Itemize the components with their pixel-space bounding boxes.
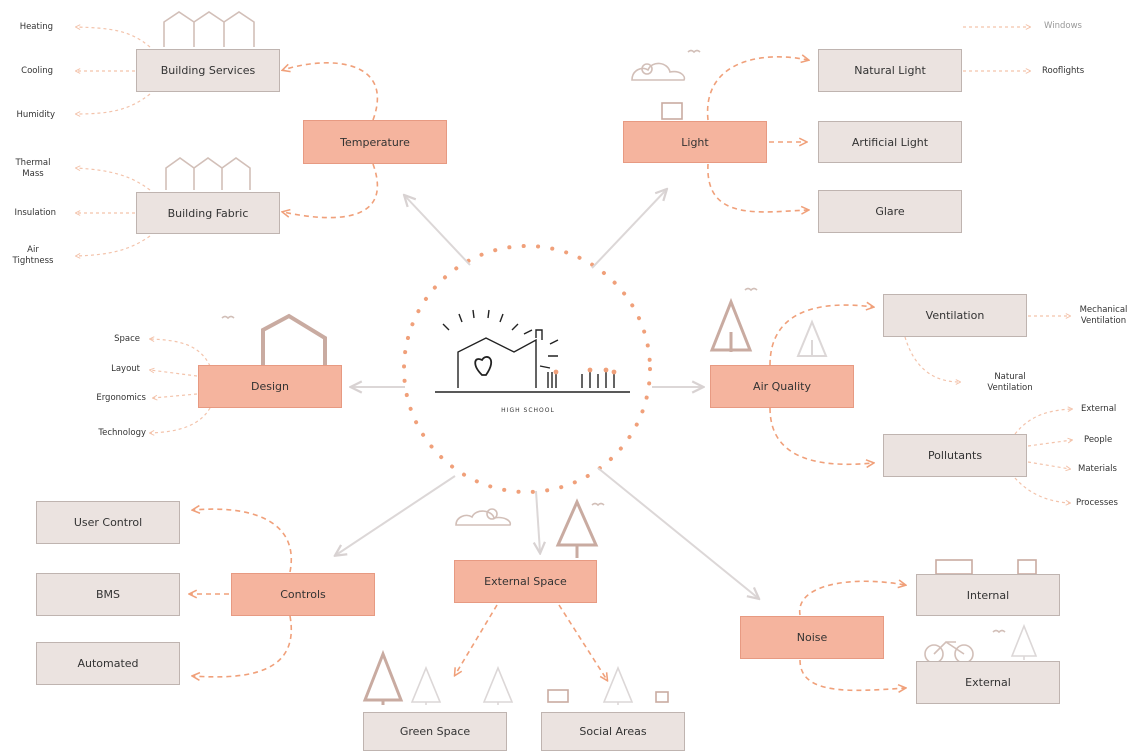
leaf-air-tightness: Air Tightness	[12, 245, 54, 266]
leaf-thermal-mass: Thermal Mass	[15, 158, 51, 179]
bird-icon	[591, 502, 605, 507]
bench-icon	[655, 691, 669, 703]
center-caption: HIGH SCHOOL	[501, 407, 555, 414]
cloud-icon	[631, 62, 686, 81]
noise-to-internal	[799, 581, 905, 616]
house-icon	[163, 11, 255, 47]
arrow-to-noise	[597, 467, 758, 598]
noise-to-external	[799, 659, 905, 690]
design-node: Design	[198, 365, 342, 408]
leaf-technology: Technology	[98, 428, 146, 438]
external-noise-node: External	[916, 661, 1060, 704]
leaf-layout: Layout	[111, 364, 140, 374]
leaf-processes: Processes	[1076, 498, 1118, 508]
controls-node: Controls	[231, 573, 375, 616]
user-control-node: User Control	[36, 501, 180, 544]
external-to-social	[558, 604, 607, 680]
bicycle-icon	[933, 640, 965, 655]
controls-to-user	[193, 509, 293, 573]
green-space-node: Green Space	[363, 712, 507, 751]
bird-icon	[221, 315, 235, 320]
dashed-connectors	[190, 57, 905, 691]
natural-light-node: Natural Light	[818, 49, 962, 92]
people-icon	[935, 559, 973, 575]
tree-icon	[555, 498, 599, 558]
school-sketch	[435, 309, 630, 393]
leaf-people: People	[1084, 435, 1113, 445]
leaf-mechanical-ventilation: Mechanical Ventilation	[1079, 305, 1128, 326]
arrow-to-temperature	[405, 196, 471, 266]
tree-icon	[796, 319, 828, 357]
sun-icon	[641, 63, 653, 75]
light-node: Light	[623, 121, 767, 163]
house-icon	[261, 313, 327, 366]
bird-icon	[744, 287, 758, 292]
social-areas-node: Social Areas	[541, 712, 685, 751]
sun-icon	[486, 508, 498, 520]
leaf-humidity: Humidity	[16, 110, 55, 120]
people-icon	[1017, 559, 1037, 575]
arrow-to-external-space	[536, 490, 540, 552]
arrow-to-light	[591, 190, 666, 269]
bms-node: BMS	[36, 573, 180, 616]
internal-noise-node: Internal	[916, 574, 1060, 616]
tree-icon	[602, 665, 634, 705]
leaf-windows: Windows	[1044, 21, 1082, 31]
leaf-external-pollutant: External	[1081, 404, 1117, 414]
air-to-pollutants	[769, 407, 873, 464]
arrow-to-controls	[336, 475, 456, 555]
temperature-node: Temperature	[303, 120, 447, 164]
cloud-icon	[455, 510, 512, 526]
tree-icon	[1010, 623, 1038, 660]
glare-node: Glare	[818, 190, 962, 233]
building-services-node: Building Services	[136, 49, 280, 92]
artificial-light-node: Artificial Light	[818, 121, 962, 163]
school-people	[553, 367, 617, 375]
leaf-connectors	[76, 27, 1072, 503]
center-dotted-ring	[402, 244, 652, 494]
light-to-glare	[707, 163, 808, 212]
tree-icon	[362, 649, 404, 705]
bench-icon	[547, 689, 569, 703]
ventilation-node: Ventilation	[883, 294, 1027, 337]
leaf-cooling: Cooling	[21, 66, 53, 76]
air-to-ventilation	[769, 305, 873, 366]
leaf-space: Space	[114, 334, 140, 344]
building-fabric-node: Building Fabric	[136, 192, 280, 234]
leaf-heating: Heating	[19, 22, 53, 32]
controls-to-automated	[193, 615, 293, 677]
automated-node: Automated	[36, 642, 180, 685]
people-icon	[661, 102, 683, 120]
external-space-node: External Space	[454, 560, 597, 603]
leaf-rooflights: Rooflights	[1042, 66, 1085, 76]
noise-node: Noise	[740, 616, 884, 659]
leaf-materials: Materials	[1078, 464, 1117, 474]
sketch-decorations	[163, 11, 1038, 705]
leaf-insulation: Insulation	[14, 208, 56, 218]
leaf-natural-ventilation: Natural Ventilation	[987, 372, 1033, 393]
bird-icon	[687, 49, 701, 54]
temp-to-fabric	[283, 163, 379, 219]
tree-icon	[482, 665, 514, 705]
air-quality-node: Air Quality	[710, 365, 854, 408]
light-to-natural	[706, 57, 808, 121]
tree-icon	[410, 665, 442, 705]
leaf-ergonomics: Ergonomics	[96, 393, 146, 403]
tree-icon	[709, 297, 753, 352]
pollutants-node: Pollutants	[883, 434, 1027, 477]
bird-icon	[992, 629, 1006, 634]
radial-arrows	[336, 190, 758, 598]
external-to-green	[455, 604, 498, 675]
temp-to-services	[283, 62, 379, 121]
house-icon	[165, 157, 251, 190]
